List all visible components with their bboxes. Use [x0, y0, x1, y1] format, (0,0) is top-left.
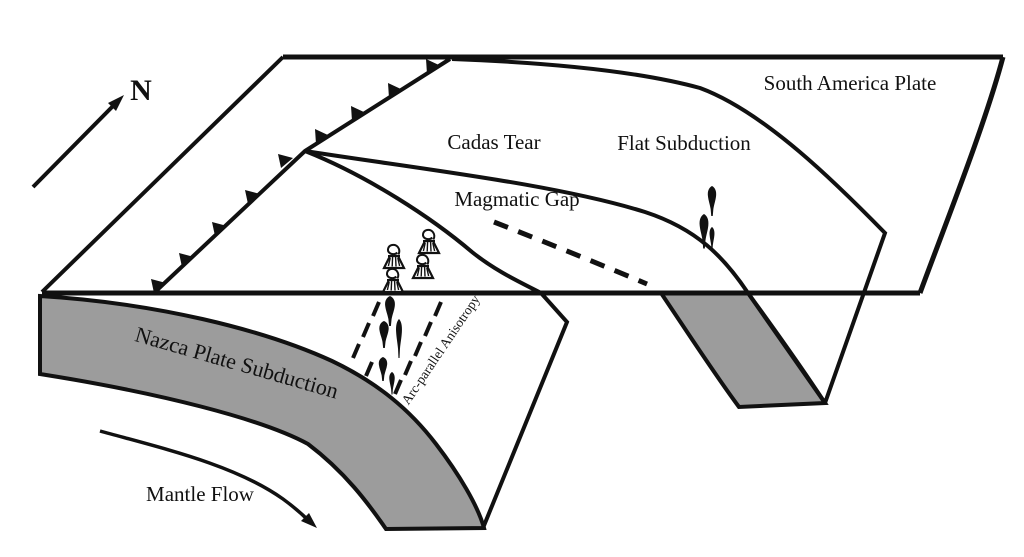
- melt-drop-icon: [378, 357, 388, 381]
- trench-teeth: [151, 59, 441, 293]
- trench-line: [151, 57, 452, 294]
- melt-drops-arc: [378, 296, 402, 395]
- label-flat-subduction: Flat Subduction: [617, 131, 751, 155]
- magmatic-gap-dashed-line: [493, 219, 648, 287]
- volcano-icon: [381, 267, 405, 294]
- melt-drop-icon: [707, 186, 717, 216]
- label-magmatic-gap: Magmatic Gap: [454, 187, 579, 211]
- north-arrowhead: [108, 95, 124, 111]
- label-mantle-flow: Mantle Flow: [146, 482, 255, 506]
- melt-drop-icon: [389, 372, 395, 395]
- flat-subduction-hinge-line: [451, 57, 888, 404]
- label-north: N: [130, 74, 152, 107]
- magmatic-arc-boundary-line: [304, 149, 570, 529]
- label-south-america-plate: South America Plate: [764, 71, 937, 95]
- label-cadas-tear: Cadas Tear: [447, 130, 540, 154]
- cadas-tear-line: [304, 149, 827, 405]
- volcano-icon: [411, 253, 435, 280]
- nazca-slab-band: [38, 293, 487, 532]
- volcano-cluster: [381, 228, 441, 294]
- anisotropy-dashes: [351, 301, 443, 395]
- melt-drop-icon: [385, 296, 395, 326]
- volcano-icon: [382, 243, 406, 270]
- plate-right-edge: [917, 56, 1006, 294]
- north-arrow: [31, 95, 124, 189]
- melt-drop-icon: [379, 321, 389, 348]
- plate-left-edge: [40, 55, 285, 294]
- mantle-flow-arrowhead: [301, 513, 317, 528]
- plate-outline: [40, 54, 1006, 296]
- label-arc-parallel-anisotropy: Arc-parallel Anisotropy: [398, 292, 482, 407]
- melt-drop-icon: [396, 319, 402, 358]
- volcano-icon: [417, 228, 441, 255]
- flat-slab-steep-segment: [657, 291, 829, 410]
- mantle-flow-arrow: [99, 429, 317, 528]
